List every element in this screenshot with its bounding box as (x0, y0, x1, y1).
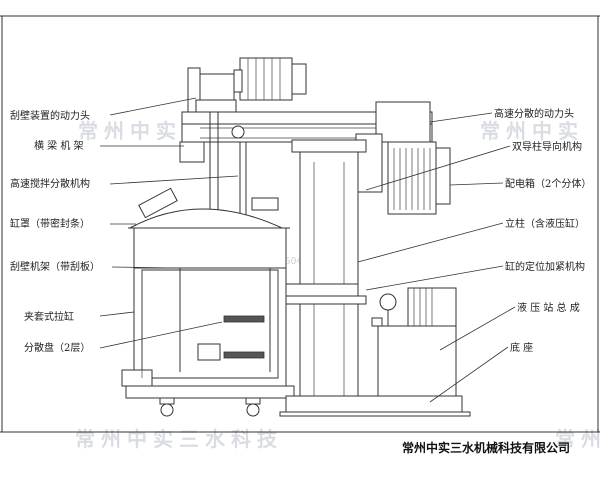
label-scraper-drive: 刮壁装置的动力头 (10, 109, 90, 122)
hydraulic-station (371, 287, 457, 397)
label-twin-guide: 双导柱导向机构 (512, 140, 582, 153)
crossbeam (179, 111, 433, 163)
label-base: 底 座 (510, 341, 533, 354)
label-dispersion-disc: 分散盘（2层） (24, 341, 90, 354)
scraper-motor (187, 57, 307, 113)
watermark-company-top-left: 常州中实 (78, 119, 182, 143)
label-disperser-drive: 高速分散的动力头 (494, 107, 574, 120)
disperser-motor (355, 101, 451, 215)
label-electrical-cabinet: 配电箱（2个分体） (505, 177, 591, 190)
watermark-brand-bottom-left: 常州中实三水科技 (75, 427, 283, 451)
pressure-gauge (379, 293, 397, 311)
label-high-speed-mixer: 高速搅拌分散机构 (10, 177, 90, 190)
column-body (299, 149, 359, 403)
watermark-phone: 13395049000 (262, 257, 325, 267)
label-column: 立柱（含液压缸） (505, 217, 585, 230)
disperser-disc-lower (223, 351, 265, 359)
vessel (121, 227, 295, 399)
label-jacketed-vessel: 夹套式拉缸 (24, 310, 74, 323)
column (285, 139, 367, 403)
right-labels: 高速分散的动力头 双导柱导向机构 配电箱（2个分体） 立柱（含液压缸） 缸的定位… (357, 107, 591, 403)
motor-body (239, 57, 293, 101)
footer-company-name: 常州中实三水机械科技有限公司 (402, 440, 570, 455)
label-scraper-frame: 刮壁机架（带刮板） (10, 260, 100, 273)
disperser-disc-upper (223, 315, 265, 323)
label-clamping-mechanism: 缸的定位加紧机构 (505, 260, 585, 273)
vessel-lid (128, 187, 290, 229)
machine (121, 57, 471, 417)
watermark-company-top-right: 常州中实 (480, 119, 584, 143)
label-crossbeam-frame: 横 梁 机 架 (34, 139, 84, 152)
left-labels: 刮壁装置的动力头 横 梁 机 架 高速搅拌分散机构 缸罩（带密封条） 刮壁机架（… (10, 97, 239, 354)
label-vessel-lid: 缸罩（带密封条） (10, 217, 90, 230)
label-hydraulic-station: 液 压 站 总 成 (517, 301, 580, 314)
casters (159, 397, 261, 417)
watermark-brand-bottom-right: 常州 (555, 427, 600, 451)
